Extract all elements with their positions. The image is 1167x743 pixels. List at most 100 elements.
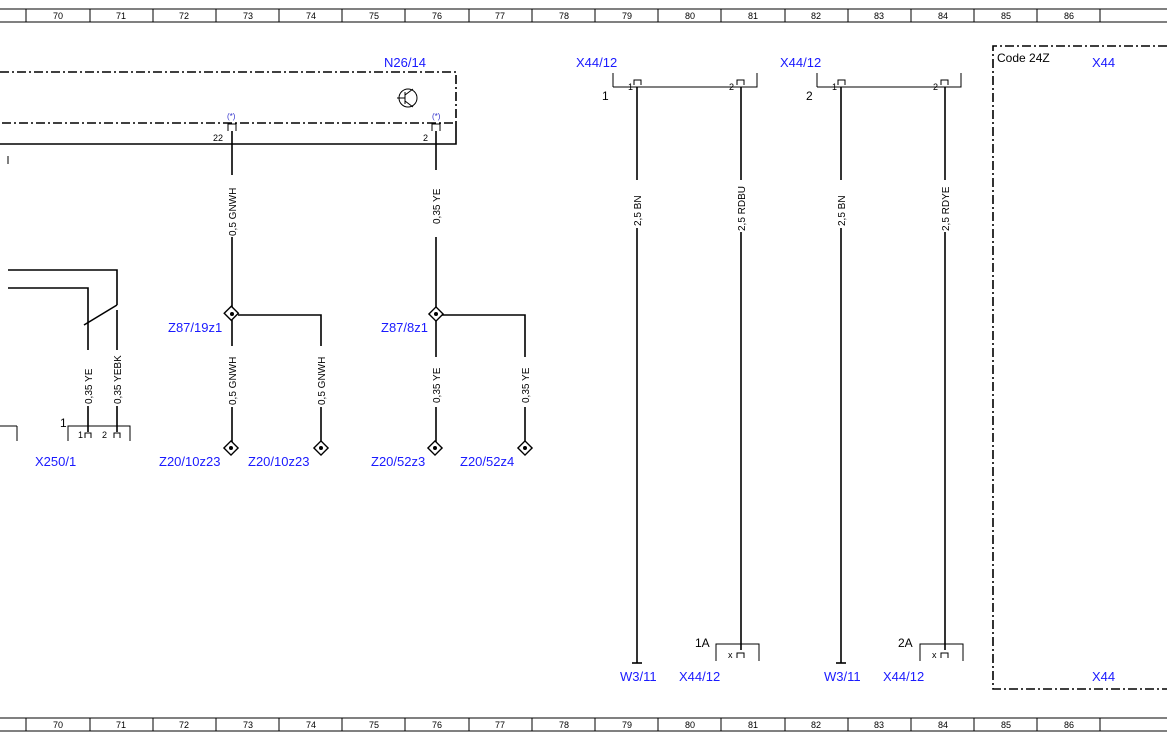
wire-label-x250-2: 0,35 YEBK: [113, 355, 124, 404]
ruler-col-83: 83: [874, 11, 884, 21]
wire-z87-8-branch[interactable]: 0,35 YE: [442, 314, 532, 444]
x250-wires[interactable]: 0,35 YE 0,35 YEBK: [8, 269, 124, 432]
wire-label: 0,35 YE: [432, 367, 443, 403]
x250-label: X250/1: [35, 454, 76, 469]
wire-label: 0,35 YE: [521, 367, 532, 403]
z20-10z23-a-label: Z20/10z23: [159, 454, 220, 469]
x44-12-b-label: X44/12: [780, 55, 821, 70]
ruler-col-76: 76: [432, 720, 442, 730]
wire-gnwh-pin22[interactable]: 0,5 GNWH: [228, 131, 239, 312]
n26-14-unit[interactable]: N26/14 (*) 22 (*) 2: [0, 55, 457, 164]
wire-label: 0,5 GNWH: [228, 188, 239, 236]
ruler-col-85: 85: [1001, 720, 1011, 730]
ruler-col-86: 86: [1064, 720, 1074, 730]
ruler-col-77: 77: [495, 11, 505, 21]
ruler-col-74: 74: [306, 11, 316, 21]
ruler-col-78: 78: [559, 720, 569, 730]
ruler-col-71: 71: [116, 11, 126, 21]
x250-pin-2: 2: [102, 430, 107, 440]
x250-conn-number: 1: [60, 416, 67, 430]
top-ruler: 70 71 72 73 74 75 76 77 78 79 80 81 82 8…: [0, 8, 1167, 23]
ruler-col-84: 84: [938, 720, 948, 730]
ruler-col-78: 78: [559, 11, 569, 21]
ruler-col-73: 73: [243, 720, 253, 730]
x44b-pin-1: 1: [832, 82, 837, 92]
z20-52z3-label: Z20/52z3: [371, 454, 425, 469]
wire-z87-19-branch[interactable]: 0,5 GNWH: [238, 314, 328, 444]
wire-x44b-rdye[interactable]: 2,5 RDYE: [941, 87, 952, 650]
z87-8z1-label: Z87/8z1: [381, 320, 428, 335]
code-24z-label: Code 24Z: [997, 51, 1050, 65]
wire-z87-19-down[interactable]: 0,5 GNWH: [228, 320, 239, 444]
wire-label: 0,5 GNWH: [228, 357, 239, 405]
x44-bottom-label: X44: [1092, 669, 1115, 684]
ruler-col-72: 72: [179, 720, 189, 730]
ruler-col-79: 79: [622, 720, 632, 730]
x44-top-label: X44: [1092, 55, 1115, 70]
x44b-conn-number: 2: [806, 89, 813, 103]
x44b-pin-2: 2: [933, 82, 938, 92]
transistor-icon: [397, 88, 418, 108]
ruler-col-71: 71: [116, 720, 126, 730]
ruler-col-81: 81: [748, 11, 758, 21]
pin-marker-2: (*): [432, 112, 441, 121]
x44-12-bot-a-label: X44/12: [679, 669, 720, 684]
pin-22-label: 22: [213, 133, 223, 143]
x250-1-connector[interactable]: 1 1 2 X250/1: [0, 416, 131, 469]
n26-label: N26/14: [384, 55, 426, 70]
wire-label: 2,5 BN: [633, 195, 644, 226]
ruler-col-75: 75: [369, 720, 379, 730]
z87-19z1-label: Z87/19z1: [168, 320, 222, 335]
x44-12-bot-b-label: X44/12: [883, 669, 924, 684]
bot-x-a: x: [728, 650, 733, 660]
z87-19z1-splice[interactable]: Z87/19z1: [168, 305, 240, 335]
ruler-col-82: 82: [811, 720, 821, 730]
x44a-conn-number: 1: [602, 89, 609, 103]
z87-8z1-splice[interactable]: Z87/8z1: [381, 305, 445, 335]
wire-z87-8-down[interactable]: 0,35 YE: [432, 320, 443, 444]
z20-52z4-splice[interactable]: Z20/52z4: [460, 439, 534, 469]
x44-12-a-connector[interactable]: X44/12 1 1 2: [576, 55, 758, 103]
x44-12-b-connector[interactable]: X44/12 2 1 2: [780, 55, 962, 103]
ruler-col-70: 70: [53, 11, 63, 21]
z20-52z3-splice[interactable]: Z20/52z3: [371, 439, 444, 469]
ruler-col-80: 80: [685, 11, 695, 21]
wire-ye-pin2[interactable]: 0,35 YE: [432, 131, 443, 312]
wire-x44a-bn[interactable]: 2,5 BN: [632, 87, 644, 664]
ruler-col-83: 83: [874, 720, 884, 730]
x44b-bottom-connector[interactable]: 2A x: [898, 636, 964, 661]
x44a-bottom-connector[interactable]: 1A x: [695, 636, 760, 661]
ruler-col-84: 84: [938, 11, 948, 21]
code-24z-box[interactable]: Code 24Z X44 X44: [992, 45, 1167, 690]
ruler-col-76: 76: [432, 11, 442, 21]
wire-label-x250-1: 0,35 YE: [84, 368, 95, 404]
z20-10z23-b-label: Z20/10z23: [248, 454, 309, 469]
ruler-col-80: 80: [685, 720, 695, 730]
bottom-ruler: 70 71 72 73 74 75 76 77 78 79 80 81 82 8…: [0, 717, 1167, 732]
pin-marker-22: (*): [227, 112, 236, 121]
wire-label: 2,5 BN: [837, 195, 848, 226]
wire-label: 2,5 RDBU: [737, 186, 748, 231]
bot-2a-label: 2A: [898, 636, 913, 650]
ruler-col-75: 75: [369, 11, 379, 21]
z20-10z23-a-splice[interactable]: Z20/10z23: [159, 439, 240, 469]
ruler-col-73: 73: [243, 11, 253, 21]
ruler-col-85: 85: [1001, 11, 1011, 21]
ruler-col-74: 74: [306, 720, 316, 730]
w3-11-a-label: W3/11: [620, 669, 657, 684]
wire-x44b-bn[interactable]: 2,5 BN: [836, 87, 848, 664]
ruler-col-79: 79: [622, 11, 632, 21]
ruler-col-72: 72: [179, 11, 189, 21]
bot-x-b: x: [932, 650, 937, 660]
wire-label: 0,35 YE: [432, 188, 443, 224]
z20-10z23-b-splice[interactable]: Z20/10z23: [248, 439, 330, 469]
ruler-col-77: 77: [495, 720, 505, 730]
wire-label: 0,5 GNWH: [317, 357, 328, 405]
wire-label: 2,5 RDYE: [941, 186, 952, 231]
bot-1a-label: 1A: [695, 636, 710, 650]
w3-11-b-label: W3/11: [824, 669, 861, 684]
wire-x44a-rdbu[interactable]: 2,5 RDBU: [737, 87, 748, 650]
x250-pin-1: 1: [78, 430, 83, 440]
z20-52z4-label: Z20/52z4: [460, 454, 514, 469]
ruler-col-70: 70: [53, 720, 63, 730]
